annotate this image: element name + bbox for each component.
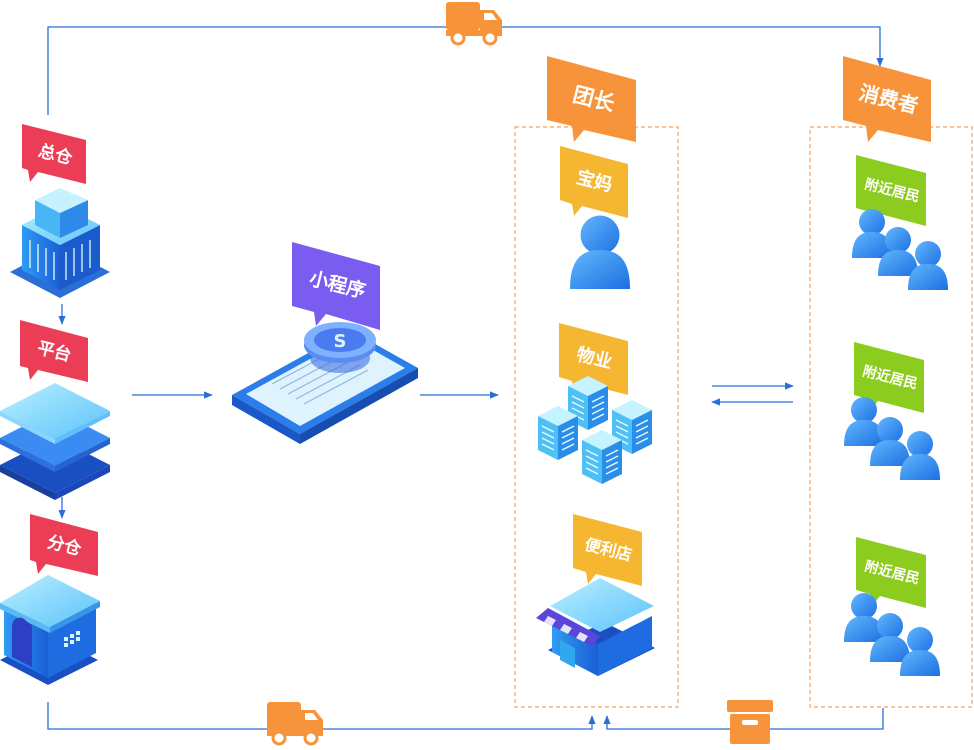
tag-main-warehouse: 总仓 (22, 124, 86, 184)
people-group-icon (844, 397, 940, 480)
tag-nearby-residents-3: 附近居民 (856, 537, 926, 608)
svg-text:S: S (334, 331, 347, 352)
connector-lines (47, 26, 884, 730)
box-icon (727, 700, 773, 744)
people-group-icon (852, 209, 948, 290)
tag-consumer: 消费者 (843, 56, 931, 142)
tag-branch-warehouse: 分仓 (30, 514, 98, 576)
shop-icon (536, 578, 655, 676)
truck-icon (444, 0, 504, 46)
building-icon (10, 188, 110, 298)
tag-platform: 平台 (20, 320, 88, 382)
person-icon (570, 215, 630, 289)
tag-group-leader: 团长 (547, 56, 636, 142)
building-icon (0, 575, 100, 685)
tag-nearby-residents-2: 附近居民 (854, 342, 924, 413)
tag-mom: 宝妈 (560, 146, 628, 218)
tag-mini-program: 小程序 (292, 242, 380, 330)
tag-property: 物业 (559, 323, 628, 395)
server-stack-icon (537, 375, 653, 485)
layers-icon (0, 383, 110, 500)
tag-convenience-store: 便利店 (573, 514, 642, 586)
phone-icon: S (232, 322, 418, 444)
tag-nearby-residents-1: 附近居民 (856, 155, 926, 226)
truck-icon (265, 700, 325, 746)
